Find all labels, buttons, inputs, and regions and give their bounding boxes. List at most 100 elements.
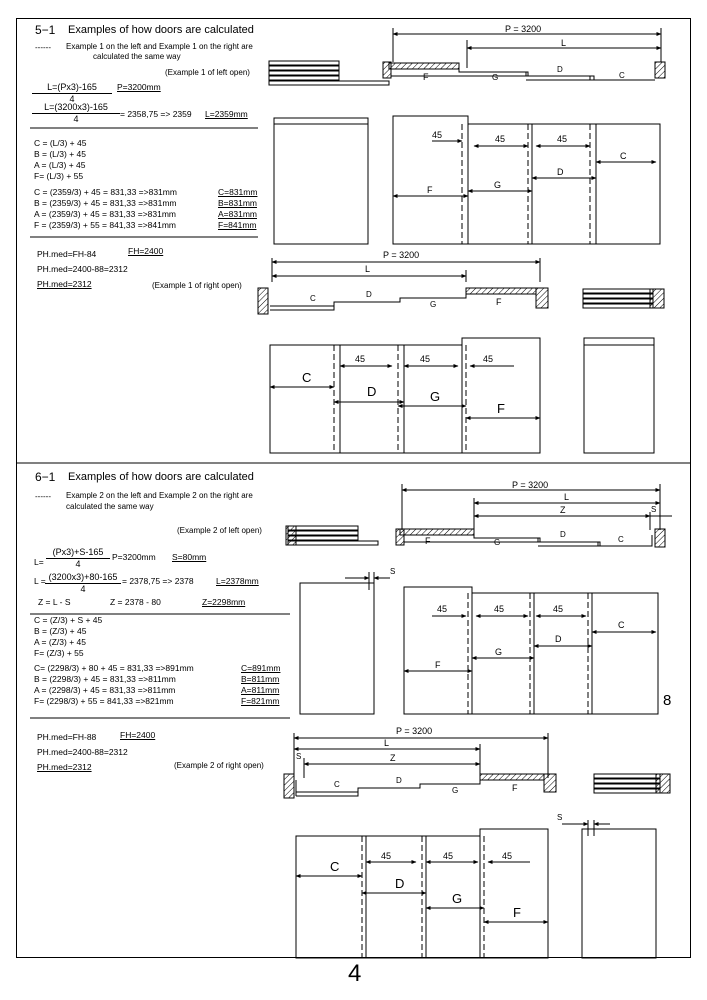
section-stack-icon: [285, 525, 379, 546]
width-C-label: C: [618, 620, 625, 630]
width-F-label: F: [513, 905, 521, 920]
door-G-label: G: [492, 73, 498, 82]
s1-elevation-right-open: [269, 337, 655, 454]
gap-label: 45: [494, 604, 504, 614]
s2-plan-right-open: [283, 733, 671, 799]
formula-b: B = (L/3) + 45: [34, 149, 86, 159]
s2-ph-formula: PH.med=FH-88: [37, 732, 97, 742]
width-G-label: G: [430, 389, 440, 404]
s2-formula-L-denominator: 4: [75, 559, 81, 569]
L-eq2-label: L =: [34, 576, 46, 586]
s2-calc-f: F= (2298/3) + 55 = 841,33 =>821mm: [34, 696, 174, 706]
s1-plan-left-open: [268, 28, 666, 86]
section-1-note-line1: Example 1 on the left and Example 1 on t…: [66, 42, 253, 51]
s2-calc-L-fraction: (3200x3)+80-165 4: [45, 573, 121, 594]
width-F-label: F: [427, 185, 433, 195]
width-D-label: D: [395, 876, 404, 891]
s2-result-a: A=811mm: [241, 685, 280, 695]
door-G-label: G: [452, 786, 458, 795]
calc-b: B = (2359/3) + 45 = 831,33 =>831mm: [34, 198, 177, 208]
section-stack-icon: [268, 60, 390, 86]
s2-ph-calc: PH.med=2400-88=2312: [37, 747, 128, 757]
s2-formula-c: C = (Z/3) + S + 45: [34, 615, 103, 625]
section-1-right-caption: (Example 1 of right open): [152, 281, 242, 290]
door-C-label: C: [618, 535, 624, 544]
s2-calc-L-numerator: (3200x3)+80-165: [45, 573, 121, 584]
width-G-label: G: [452, 891, 462, 906]
calc-L-numerator: L=(3200x3)-165: [32, 103, 120, 114]
section-2-note-dashes: ------: [35, 492, 51, 501]
s2-L-value: L=2378mm: [216, 576, 259, 586]
section-stack-icon: [593, 773, 671, 794]
calc-f: F = (2359/3) + 55 = 841,33 =>841mm: [34, 220, 176, 230]
gap-label: 45: [420, 354, 430, 364]
dim-L-label: L: [564, 492, 569, 502]
calc-L-fraction: L=(3200x3)-165 4: [32, 103, 120, 124]
door-D-label: D: [396, 776, 402, 785]
section-1-note-dashes: ------: [35, 43, 51, 52]
s2-calc-b: B = (2298/3) + 45 = 831,33 =>811mm: [34, 674, 176, 684]
section-1-left-caption: (Example 1 of left open): [165, 68, 250, 77]
width-D-label: D: [557, 167, 564, 177]
door-F-label: F: [423, 72, 429, 82]
s2-result-f: F=821mm: [241, 696, 280, 706]
s2-formula-L-fraction: (Px3)+S-165 4: [46, 548, 110, 569]
dim-L-label: L: [561, 38, 566, 48]
s2-formula-f: F= (Z/3) + 55: [34, 648, 84, 658]
side-number: 8: [663, 692, 672, 709]
width-C-label: C: [620, 151, 627, 161]
dim-Z-label: Z: [390, 753, 396, 763]
z-formula: Z = L - S: [38, 597, 71, 607]
formula-f: F= (L/3) + 55: [34, 171, 84, 181]
s2-calc-a: A = (2298/3) + 45 = 831,33 =>811mm: [34, 685, 176, 695]
section-1-title: Examples of how doors are calculated: [68, 24, 254, 36]
result-b: B=831mm: [218, 198, 257, 208]
s2-ph-result: PH.med=2312: [37, 762, 92, 772]
section-stack-icon: [582, 288, 665, 309]
dim-P-label: P = 3200: [396, 726, 432, 736]
door-F-label: F: [512, 783, 518, 793]
width-F-label: F: [497, 401, 505, 416]
section-1-note-line2: calculated the same way: [93, 52, 181, 61]
dim-L-label: L: [384, 738, 389, 748]
width-D-label: D: [555, 634, 562, 644]
gap-label: 45: [502, 851, 512, 861]
s2-elevation-left-open: [299, 572, 659, 715]
section-2-number: 6−1: [35, 470, 56, 484]
z-value: Z=2298mm: [202, 597, 246, 607]
section-2-note-line1: Example 2 on the left and Example 2 on t…: [66, 491, 253, 500]
section-2-right-caption: (Example 2 of right open): [174, 761, 264, 770]
width-D-label: D: [367, 384, 376, 399]
s2-formula-S: S=80mm: [172, 552, 207, 562]
gap-label: 45: [355, 354, 365, 364]
formula-P: P=3200mm: [117, 82, 161, 92]
width-G-label: G: [495, 647, 502, 657]
dim-Z-label: Z: [560, 505, 566, 515]
z-calc: Z = 2378 - 80: [110, 597, 161, 607]
door-G-label: G: [430, 300, 436, 309]
dim-S-label: S: [557, 813, 562, 822]
door-C-label: C: [619, 71, 625, 80]
dim-S-label: S: [296, 752, 301, 761]
dim-S-label: S: [390, 567, 395, 576]
s2-result-c: C=891mm: [241, 663, 281, 673]
width-C-label: C: [302, 370, 311, 385]
section-2-title: Examples of how doors are calculated: [68, 471, 254, 483]
s2-calc-L-result: = 2378,75 => 2378: [122, 576, 194, 586]
L-eq-label: L=: [34, 557, 44, 567]
gap-label: 45: [483, 354, 493, 364]
door-C-label: C: [334, 780, 340, 789]
s2-calc-c: C= (2298/3) + 80 + 45 = 831,33 =>891mm: [34, 663, 194, 673]
formula-L-denominator: 4: [69, 94, 75, 104]
s2-formula-b: B = (Z/3) + 45: [34, 626, 87, 636]
s2-result-b: B=811mm: [241, 674, 280, 684]
calc-c: C = (2359/3) + 45 = 831,33 =>831mm: [34, 187, 177, 197]
s2-fh-value: FH=2400: [120, 730, 156, 740]
door-C-label: C: [310, 294, 316, 303]
door-F-label: F: [425, 536, 431, 546]
dim-P-label: P = 3200: [512, 480, 548, 490]
calc-L-denominator: 4: [73, 114, 79, 124]
width-C-label: C: [330, 859, 339, 874]
s2-formula-a: A = (Z/3) + 45: [34, 637, 86, 647]
formula-L-fraction: L=(Px3)-165 4: [32, 83, 112, 104]
